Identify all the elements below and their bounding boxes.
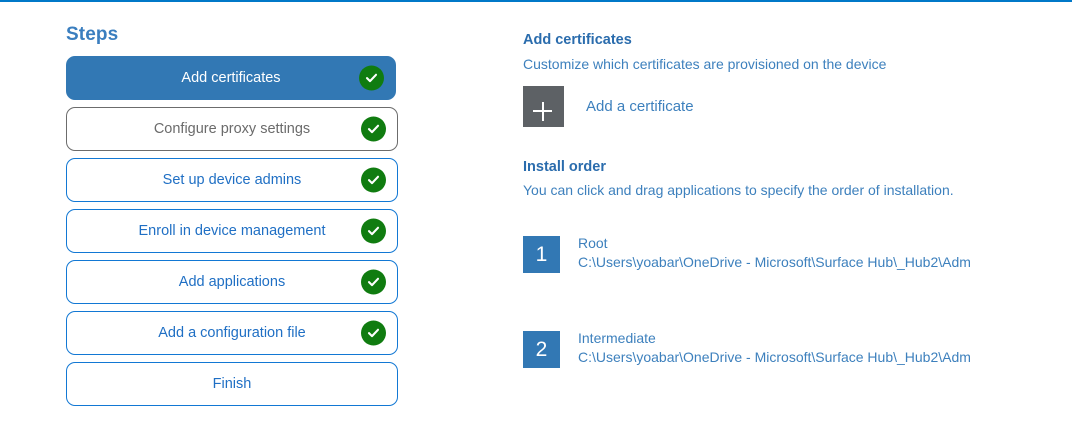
step-item-add-certificates[interactable]: Add certificates [66, 56, 396, 100]
plus-icon [523, 86, 564, 127]
completed-check-icon [361, 269, 386, 295]
order-item-text: Intermediate C:\Users\yoabar\OneDrive - … [578, 329, 971, 367]
page-title: Steps [66, 24, 119, 45]
order-number-badge: 2 [523, 331, 560, 368]
order-item-name: Intermediate [578, 330, 656, 346]
steps-list: Add certificates Configure proxy setting… [66, 56, 398, 413]
install-order-heading: Install order [523, 159, 606, 175]
step-label: Add applications [178, 274, 286, 290]
step-item-finish[interactable]: Finish [66, 362, 398, 406]
add-certificates-subtitle: Customize which certificates are provisi… [523, 56, 887, 72]
completed-check-icon [361, 218, 386, 244]
add-a-certificate-label: Add a certificate [586, 98, 694, 115]
top-accent-rule [0, 0, 1072, 2]
completed-check-icon [361, 116, 386, 142]
install-order-subtitle: You can click and drag applications to s… [523, 182, 954, 198]
step-item-set-up-device-admins[interactable]: Set up device admins [66, 158, 398, 202]
step-item-add-applications[interactable]: Add applications [66, 260, 398, 304]
step-label: Set up device admins [162, 172, 302, 188]
order-item-text: Root C:\Users\yoabar\OneDrive - Microsof… [578, 234, 971, 272]
step-label: Configure proxy settings [153, 121, 311, 137]
add-a-certificate-button[interactable]: Add a certificate [523, 86, 694, 127]
completed-check-icon [359, 65, 384, 91]
completed-check-icon [361, 167, 386, 193]
step-item-enroll-in-device-management[interactable]: Enroll in device management [66, 209, 398, 253]
order-item-path: C:\Users\yoabar\OneDrive - Microsoft\Sur… [578, 349, 971, 365]
order-item-path: C:\Users\yoabar\OneDrive - Microsoft\Sur… [578, 254, 971, 270]
order-number-badge: 1 [523, 236, 560, 273]
add-certificates-heading: Add certificates [523, 32, 632, 48]
order-item-name: Root [578, 235, 608, 251]
steps-panel: Steps Add certificates Configure proxy s… [0, 0, 470, 443]
step-label: Finish [212, 376, 252, 392]
step-label: Add a configuration file [158, 325, 306, 341]
detail-panel: Add certificates Customize which certifi… [470, 0, 1072, 443]
step-item-add-a-configuration-file[interactable]: Add a configuration file [66, 311, 398, 355]
step-label: Add certificates [181, 70, 281, 86]
step-item-configure-proxy-settings[interactable]: Configure proxy settings [66, 107, 398, 151]
install-order-item[interactable]: 1 Root C:\Users\yoabar\OneDrive - Micros… [523, 234, 1072, 273]
completed-check-icon [361, 320, 386, 346]
install-order-item[interactable]: 2 Intermediate C:\Users\yoabar\OneDrive … [523, 329, 1072, 368]
step-label: Enroll in device management [138, 223, 326, 239]
